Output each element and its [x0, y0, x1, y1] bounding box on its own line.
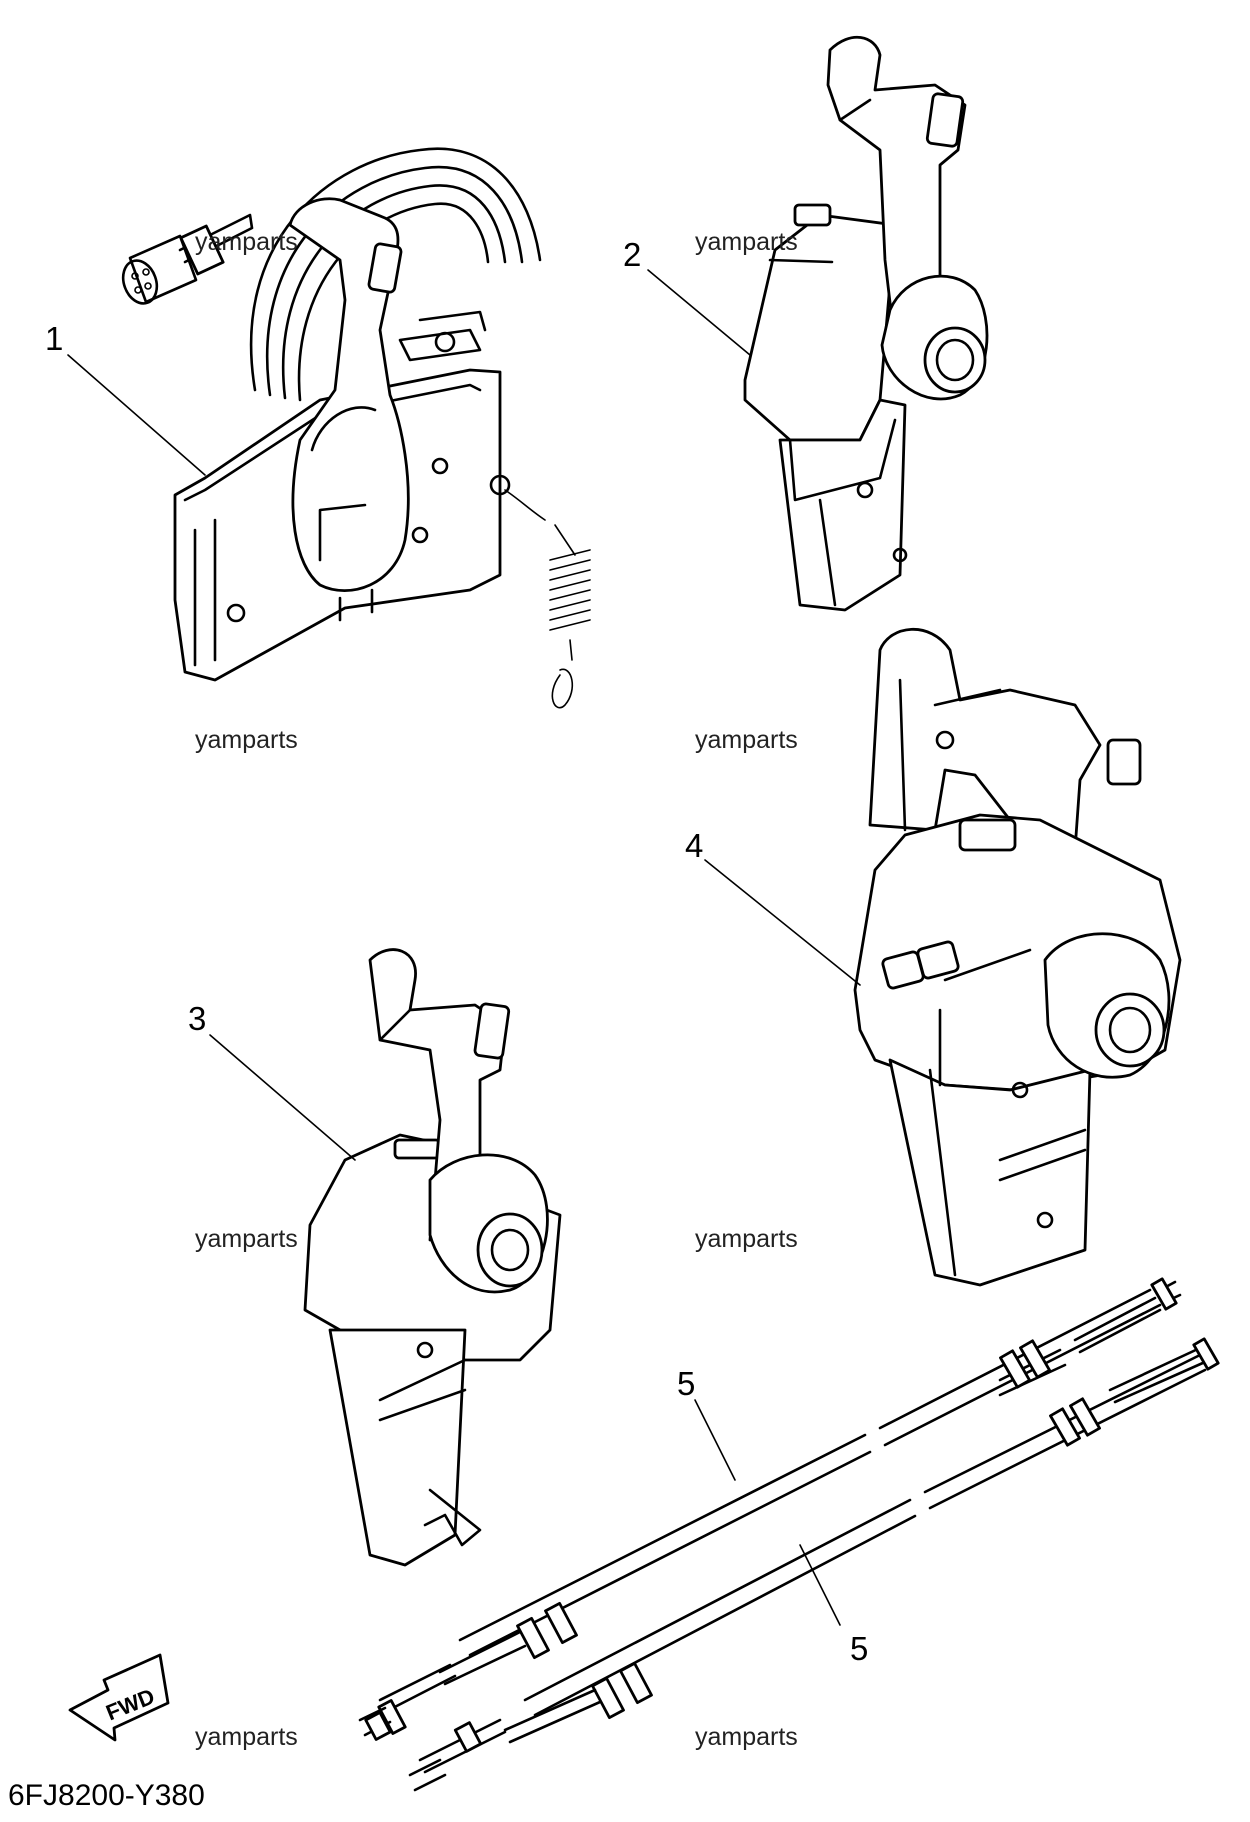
watermark: yamparts [195, 726, 298, 754]
callout-5-lower: 5 [850, 1630, 868, 1667]
callout-1: 1 [45, 320, 63, 357]
watermark: yamparts [195, 228, 298, 256]
leader-lines [67, 269, 861, 1626]
part-5-control-cables [358, 1277, 1220, 1792]
callout-3: 3 [188, 1000, 206, 1037]
watermark: yamparts [695, 726, 798, 754]
part-3-single-lever-control [303, 948, 562, 1567]
callout-2: 2 [623, 236, 641, 273]
callout-4: 4 [685, 827, 703, 864]
watermark: yamparts [695, 228, 798, 256]
watermark: yamparts [695, 1723, 798, 1751]
part-2-single-lever-control [743, 35, 989, 612]
callout-5-upper: 5 [677, 1365, 695, 1402]
part-4-dual-lever-control [853, 627, 1182, 1287]
part-1-side-mount-control [121, 147, 591, 709]
fwd-arrow-icon: FWD [68, 1653, 170, 1742]
watermark: yamparts [695, 1225, 798, 1253]
watermark: yamparts [195, 1225, 298, 1253]
watermark: yamparts [195, 1723, 298, 1751]
diagram-code: 6FJ8200-Y380 [8, 1779, 205, 1812]
